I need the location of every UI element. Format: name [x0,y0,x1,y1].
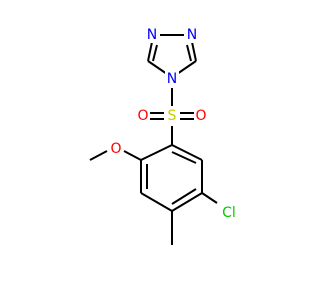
bond-c1-c2 [140,144,173,161]
atom-n-top-left: N [147,27,157,43]
bond-inner-c4-c5 [171,188,197,205]
bond-o-methyl [89,150,108,161]
atom-n-ring: N [167,71,177,87]
molecule-structure: N N N S O O O Cl [89,25,239,245]
atom-oxygen-right: O [195,108,206,124]
molecule-canvas: N N N S O O O Cl [89,25,239,245]
bond-c5-cl [201,192,218,204]
bond-c3-c4 [140,192,173,212]
atom-sulfur: S [168,108,177,124]
sulfonyl-bonds [150,84,194,145]
bond-n-left-c-inner [152,44,158,62]
bond-c4-c5 [171,192,203,212]
bond-c2-o-methoxy [123,150,142,161]
atom-oxygen-methoxy: O [110,141,121,157]
bond-c-right-n-ring [176,60,197,75]
bond-c-left-n-ring [147,60,168,75]
benzene-ring-bonds [140,144,203,212]
bond-n-left-c [147,41,153,62]
atom-n-top-right: N [187,27,197,43]
bond-n-right-c-inner [186,44,192,62]
bond-inner-c6-c1 [171,151,197,164]
bond-n-right-c [191,41,197,62]
atom-labels: N N N S O O O Cl [109,25,239,222]
atom-oxygen-left: O [137,108,148,124]
triazole-ring-bonds [147,34,197,75]
bond-c6-c1 [171,144,203,161]
substituent-bonds [89,150,218,245]
atom-chlorine: Cl [222,205,236,221]
